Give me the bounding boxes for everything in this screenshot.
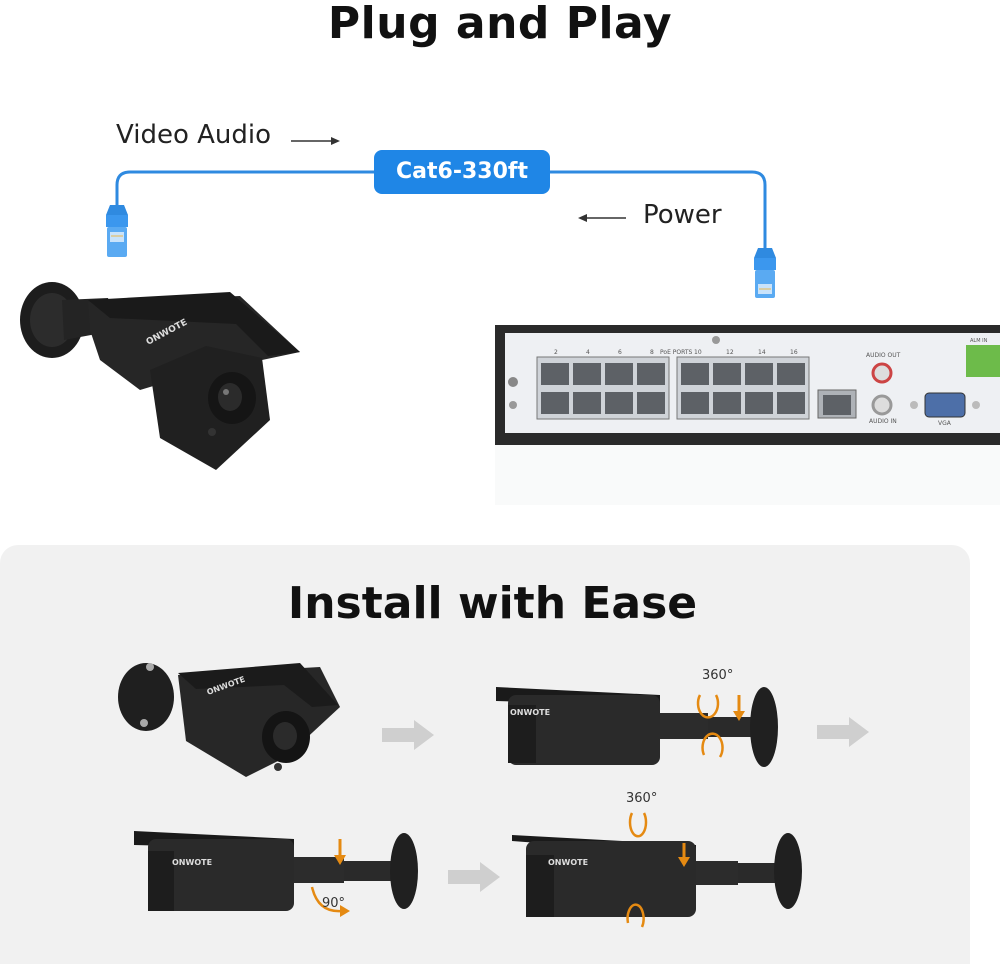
port-number: 4 [586,349,590,356]
port-number: 16 [790,349,798,356]
port-number: 10 [694,349,702,356]
bullet-camera-image [20,282,300,470]
rj45-plug-left-icon [106,205,128,257]
next-step-arrow-icon [382,720,434,750]
nvr-recorder-image [495,325,1000,505]
camera-brand-logo: ONWOTE [510,708,550,717]
cable-length-badge: Cat6-330ft [374,150,550,194]
arrow-down-icon [733,695,745,721]
vga-label: VGA [938,420,952,427]
arrow-right-icon [291,137,340,145]
install-step-3-camera-image [134,831,418,911]
plug-and-play-illustration: ONWOTE PoE PORTS 2 4 6 [20,137,1000,505]
port-number: 2 [554,349,558,356]
rotation-angle-label: 360° [626,791,657,806]
power-label: Power [643,200,722,230]
rotation-angle-label: 90° [322,896,345,911]
poe-ports-label: PoE PORTS [660,349,693,356]
rj45-plug-right-icon [754,248,776,298]
audio-in-label: AUDIO IN [869,418,897,425]
install-steps-illustration: ONWOTE ONWOTE 360° ONWOTE 90° [118,663,869,928]
rotation-360-icon [696,694,724,758]
camera-brand-logo: ONWOTE [548,858,588,867]
install-step-4-camera-image [512,833,802,917]
alarm-in-label: ALM IN [970,338,988,344]
ethernet-cable [115,170,767,252]
port-number: 14 [758,349,766,356]
arrow-left-icon [578,214,626,222]
arrow-down-icon [334,839,346,865]
camera-brand-logo: ONWOTE [172,858,212,867]
install-with-ease-title: Install with Ease [287,578,698,629]
next-step-arrow-icon [817,717,869,747]
plug-and-play-title: Plug and Play [327,0,673,49]
rotation-angle-label: 360° [702,668,733,683]
rotation-360-icon [626,812,648,928]
port-number: 8 [650,349,654,356]
install-step-2-camera-image [496,687,778,767]
rotation-90-icon [310,886,343,913]
next-step-arrow-icon [448,862,500,892]
port-number: 6 [618,349,622,356]
audio-out-label: AUDIO OUT [866,352,901,359]
port-number: 12 [726,349,734,356]
arrow-down-icon [678,843,690,867]
install-step-1-camera-image [118,663,340,777]
video-audio-label: Video Audio [116,120,272,150]
